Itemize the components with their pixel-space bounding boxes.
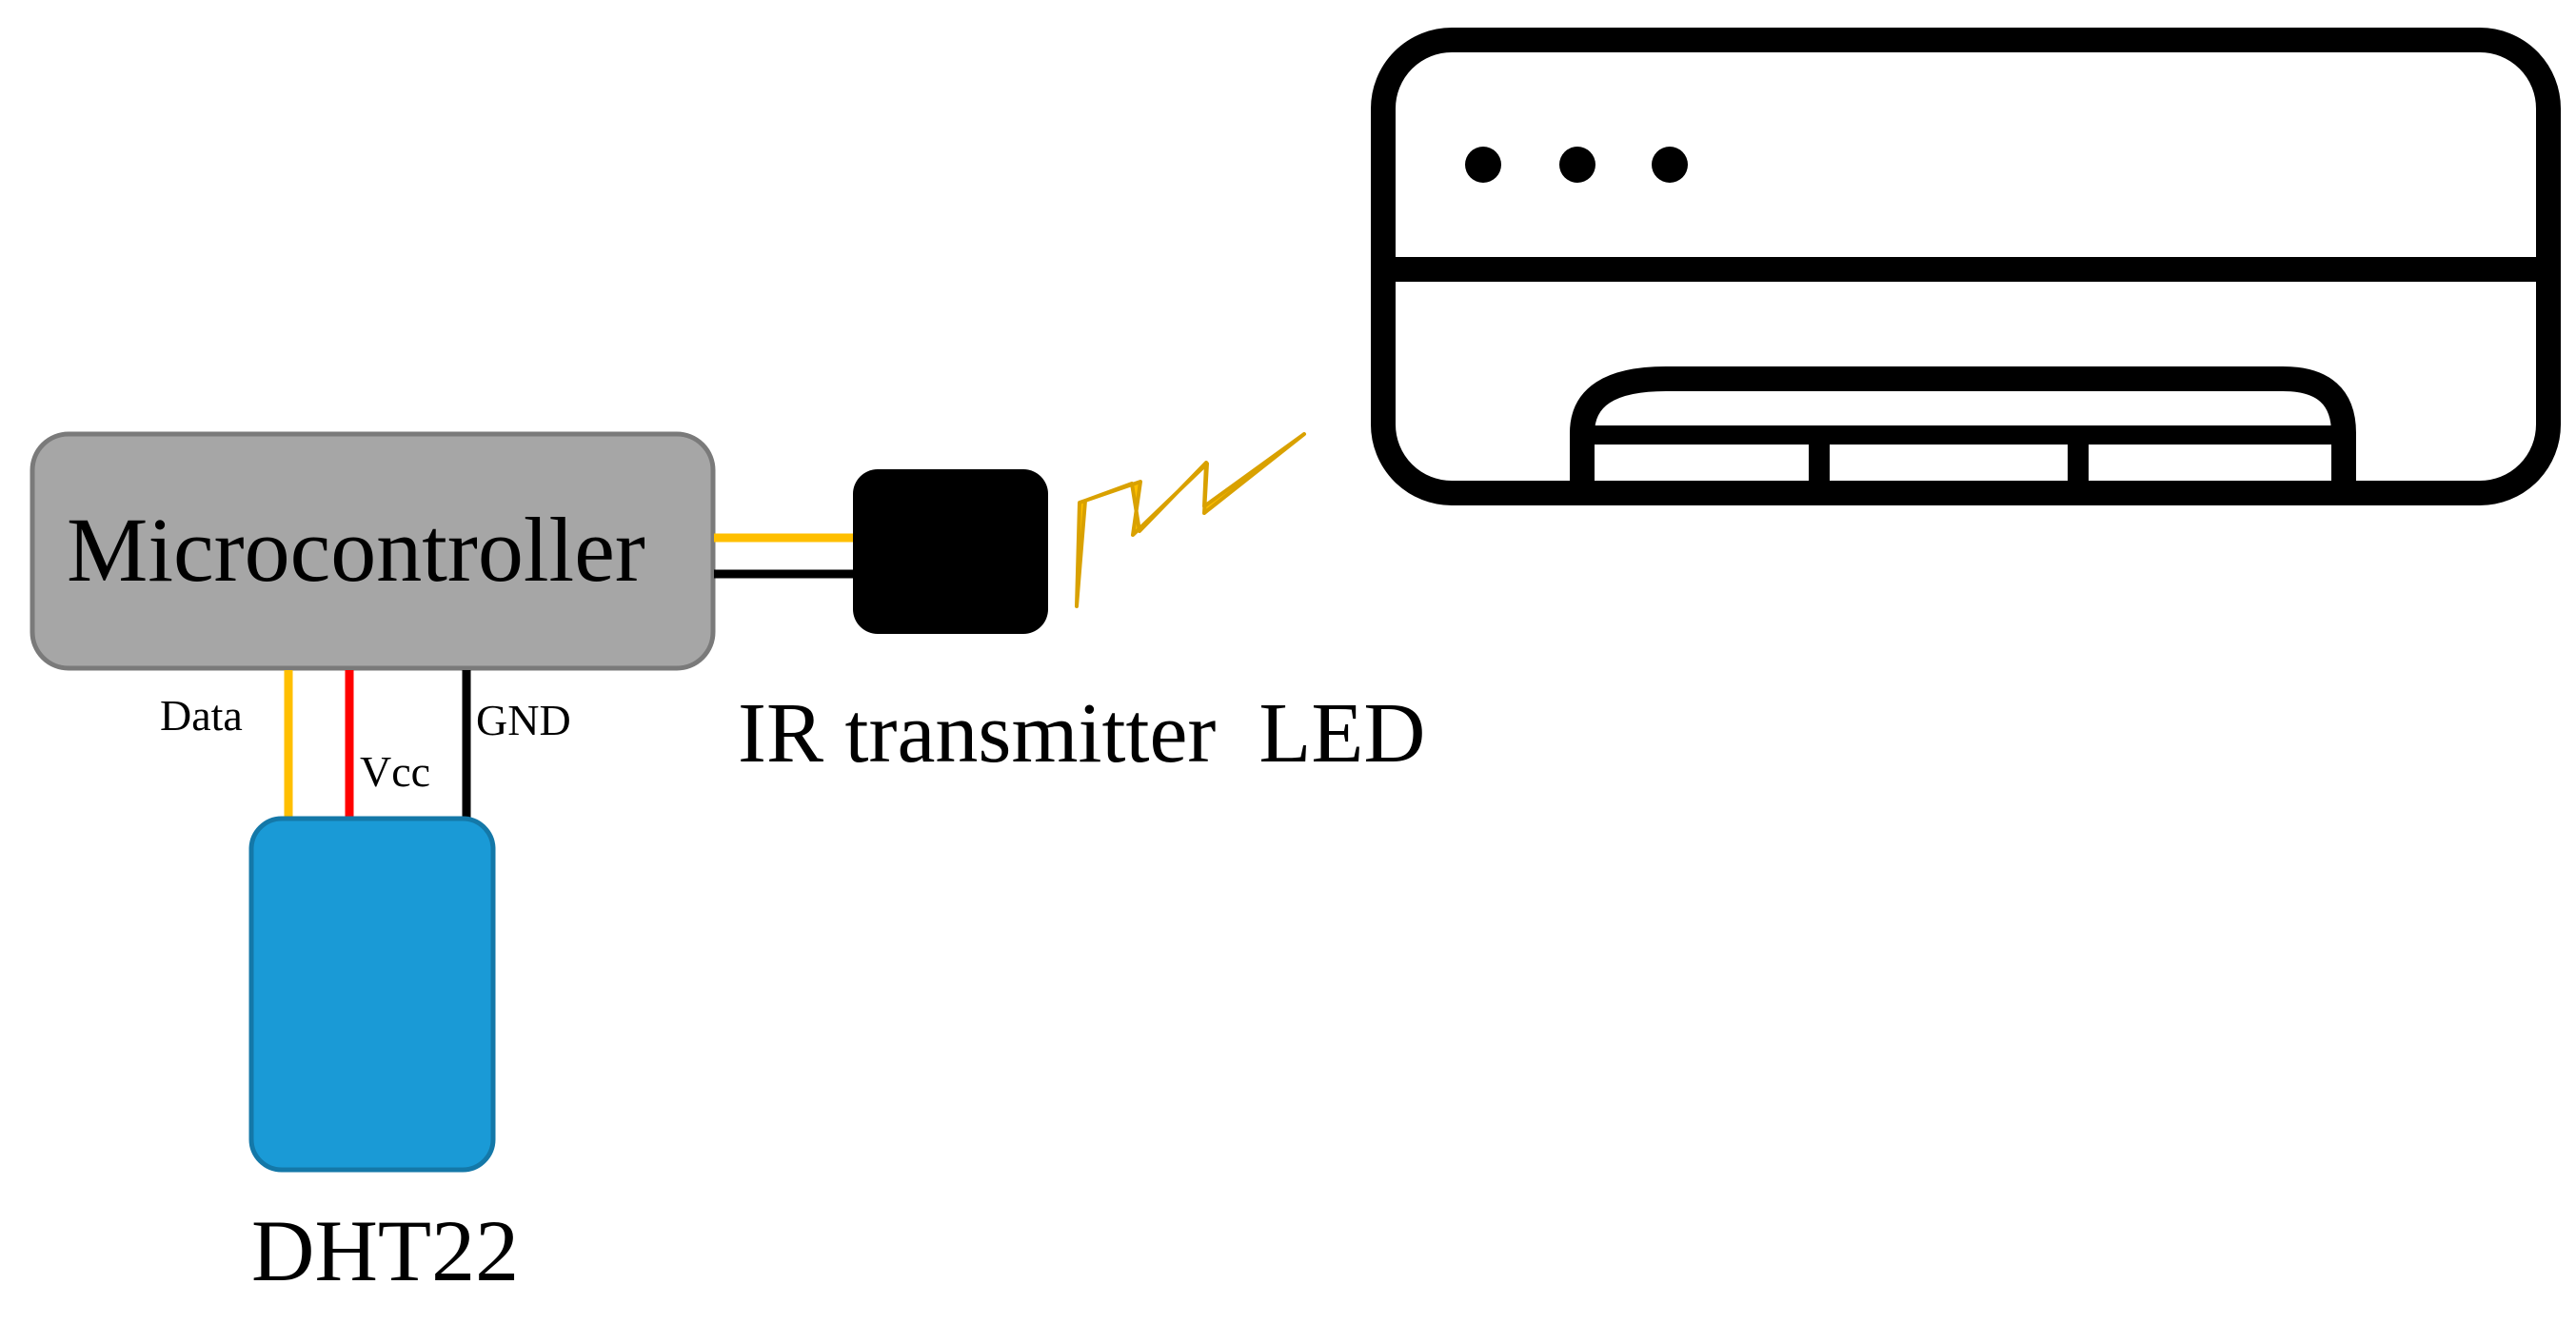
- ac-vent: [1570, 366, 2356, 493]
- lightning-bolt-icon: [1075, 432, 1306, 608]
- dht22-label: DHT22: [251, 1202, 520, 1299]
- ac-indicator-dot: [1559, 147, 1595, 183]
- ir-transmitter-label: IR transmitter LED: [738, 686, 1426, 781]
- microcontroller-label: Microcontroller: [67, 499, 645, 601]
- ir-led: [853, 469, 1048, 634]
- microcontroller-box: [30, 431, 716, 671]
- gnd-wire-label: GND: [476, 696, 571, 744]
- ac-indicator-dot: [1465, 147, 1501, 183]
- vcc-wire-label: Vcc: [360, 747, 431, 796]
- ac-indicator-dot: [1652, 147, 1688, 183]
- dht22-sensor: [248, 816, 496, 1173]
- data-wire-label: Data: [160, 691, 243, 740]
- air-conditioner-icon: [1371, 28, 2561, 505]
